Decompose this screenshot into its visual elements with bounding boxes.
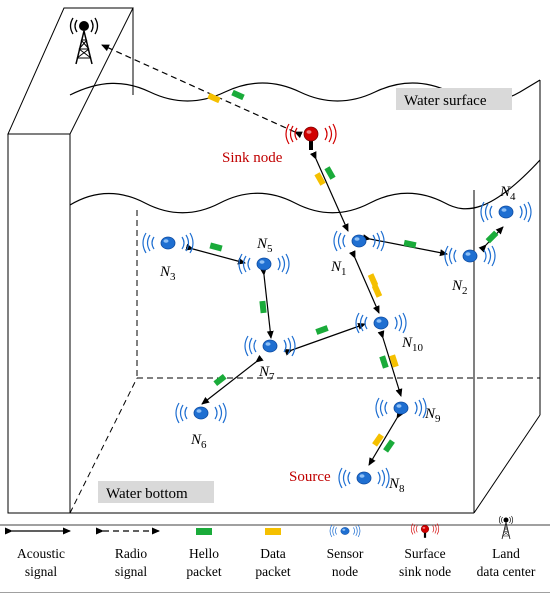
sensor-node-icon-n10	[356, 313, 406, 333]
legend-land-line1: Land	[492, 546, 520, 561]
surface-sink-node-icon	[286, 124, 336, 150]
hello-packet	[213, 373, 227, 387]
legend-surface-sink-node-icon	[411, 524, 439, 538]
source-label: Source	[289, 469, 331, 485]
hello-packet	[209, 242, 223, 252]
sensor-node-icon-n5	[239, 254, 289, 274]
data-packet	[314, 172, 326, 186]
hello-packet	[383, 439, 395, 453]
legend-acoustic-line2: signal	[25, 564, 57, 579]
node-label-n9: N9	[424, 406, 441, 425]
legend-radio-line1: Radio	[115, 546, 147, 561]
hello-packet	[259, 300, 267, 314]
hello-packet	[231, 89, 245, 101]
sensor-node-icon-n4	[481, 202, 531, 222]
legend-sink-line2: sink node	[399, 564, 451, 579]
legend-sensor-line2: node	[332, 564, 358, 579]
node-label-n3: N3	[159, 264, 176, 283]
legend-sensor-node-icon	[330, 525, 360, 537]
legend-land-data-center-icon	[498, 515, 514, 540]
sensor-node-icon-n2	[445, 246, 495, 266]
node-label-n6: N6	[190, 432, 207, 451]
data-packet	[207, 92, 221, 104]
data-packet	[367, 273, 379, 287]
sink-node-label: Sink node	[222, 150, 283, 166]
node-label-n5: N5	[256, 236, 273, 255]
hello-packet	[379, 355, 389, 369]
node-label-n1: N1	[330, 259, 347, 278]
water-bottom-label: Water bottom	[98, 481, 214, 503]
sensor-node-icon-n9	[376, 398, 426, 418]
data-packet	[372, 433, 384, 447]
node-label-n8: N8	[388, 476, 405, 495]
node-label-n4: N4	[499, 184, 516, 203]
legend-data-line2: packet	[255, 564, 290, 579]
legend-sensor-line1: Sensor	[327, 546, 364, 561]
sensor-node-icon-n6	[176, 403, 226, 423]
sensor-node-icon-n1	[334, 231, 384, 251]
node-label-n7: N7	[258, 364, 275, 383]
packets	[209, 166, 499, 453]
hello-packet	[315, 325, 329, 335]
water-surface-label: Water surface	[396, 88, 512, 110]
sensor-node-icon-n3	[143, 233, 193, 253]
legend-hello-swatch	[196, 528, 212, 535]
legend-data-swatch	[265, 528, 281, 535]
legend-sink-line1: Surface	[404, 546, 445, 561]
legend-data-line1: Data	[260, 546, 285, 561]
water-body	[69, 79, 541, 514]
legend-land-line2: data center	[477, 564, 536, 579]
legend-hello-line1: Hello	[189, 546, 219, 561]
radio-link	[101, 44, 303, 139]
hello-packet	[485, 230, 499, 244]
hello-packet	[403, 239, 417, 249]
data-packet	[371, 284, 383, 298]
hello-packet	[324, 166, 336, 180]
legend: Acoustic signal Radio signal Hello packe…	[0, 515, 550, 593]
acoustic-links	[185, 151, 504, 466]
legend-radio-line2: signal	[115, 564, 147, 579]
svg-text:Water bottom: Water bottom	[106, 486, 188, 502]
node-label-n10: N10	[401, 335, 424, 354]
sensor-node-icon-n8	[339, 468, 389, 488]
legend-hello-line2: packet	[186, 564, 221, 579]
data-packet	[389, 354, 399, 368]
legend-acoustic-line1: Acoustic	[17, 546, 65, 561]
svg-text:Water surface: Water surface	[404, 93, 487, 109]
sensor-node-icon-n7	[245, 336, 295, 356]
node-label-n2: N2	[451, 278, 468, 297]
